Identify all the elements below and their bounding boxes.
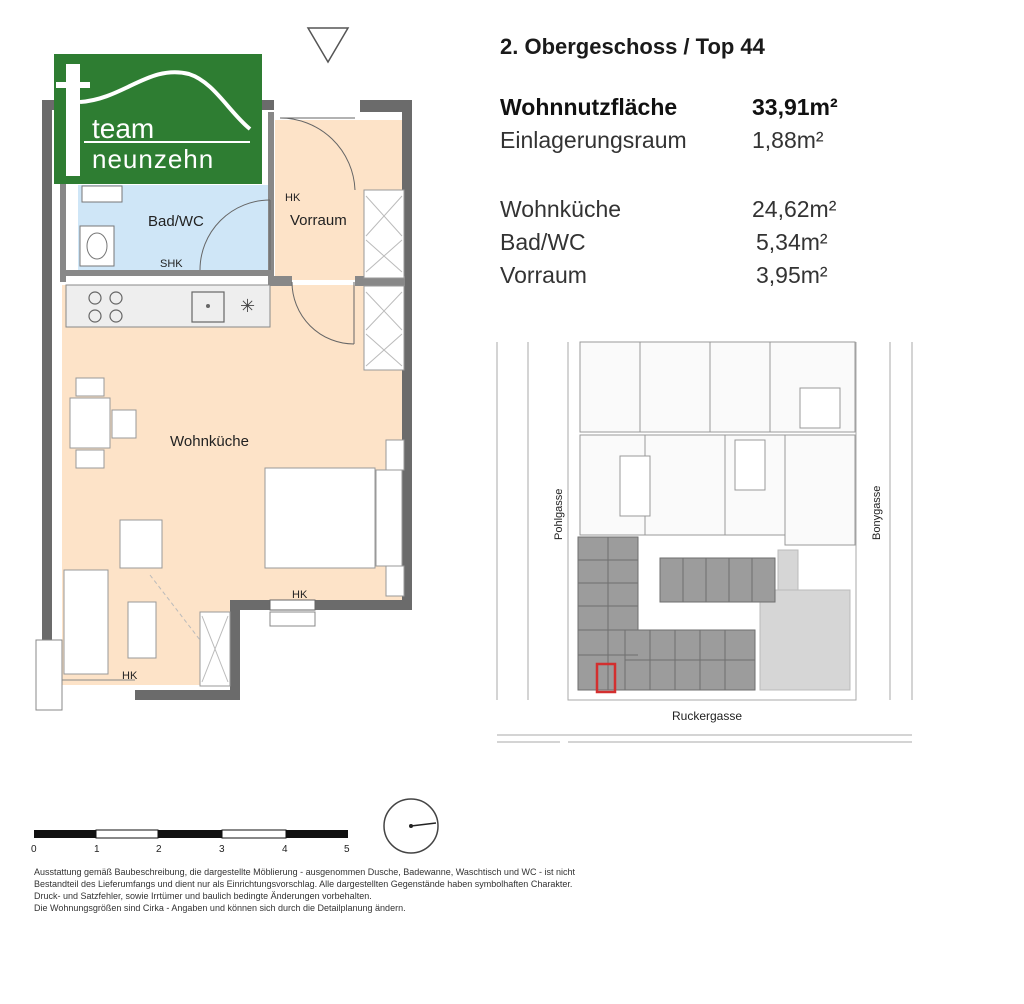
area-value: 24,62m² [752, 196, 837, 222]
scale-tick-1: 1 [94, 844, 100, 855]
sink-icon [191, 291, 225, 323]
bath-fixtures [79, 185, 123, 267]
compass-icon [383, 798, 439, 854]
team-neunzehn-logo: team neunzehn [54, 54, 262, 184]
scale-tick-2: 2 [156, 844, 162, 855]
label-bad-wc: Bad/WC [148, 213, 204, 230]
sofa [63, 569, 157, 675]
label-wohnkueche: Wohnküche [170, 433, 249, 450]
dining-table [69, 377, 137, 469]
balcony [35, 639, 63, 711]
disclaimer-line: Die Wohnungsgrößen sind Cirka - Angaben … [34, 903, 406, 913]
scale-tick-0: 0 [31, 844, 37, 855]
disclaimer-line: Bestandteil des Lieferumfangs und dient … [34, 879, 573, 889]
street-bonygasse: Bonygasse [871, 486, 883, 540]
area-table: Wohnnutzfläche 33,91m² Einlagerungsraum … [500, 94, 860, 295]
logo-graphic: team neunzehn [56, 64, 252, 176]
disclaimer: Ausstattung gemäß Baubeschreibung, die d… [34, 866, 814, 914]
site-plan: Pohlgasse Bonygasse Ruckergasse [496, 341, 914, 762]
scale-tick-5: 5 [344, 844, 350, 855]
street-ruckergasse: Ruckergasse [672, 709, 742, 723]
area-row-vorraum: Vorraum 3,95m² [500, 262, 860, 295]
area-name: Bad/WC [500, 229, 586, 255]
street-pohlgasse: Pohlgasse [553, 489, 565, 540]
label-hk-balcony: HK [122, 670, 138, 682]
area-name: Wohnnutzfläche [500, 94, 678, 120]
window [269, 599, 316, 611]
fridge-icon: ✳ [240, 296, 255, 316]
area-row-einlagerungsraum: Einlagerungsraum 1,88m² [500, 127, 860, 160]
sink-drain [206, 304, 210, 308]
area-value: 1,88m² [752, 127, 824, 153]
area-name: Vorraum [500, 262, 587, 288]
entrance-arrow-icon [306, 27, 350, 64]
floor-heading: 2. Obergeschoss / Top 44 [500, 34, 765, 59]
area-gap [500, 160, 860, 196]
disclaimer-line: Ausstattung gemäß Baubeschreibung, die d… [34, 867, 575, 877]
logo-team-text: team [92, 113, 154, 144]
wohnkueche-area [62, 285, 405, 685]
label-vorraum: Vorraum [290, 212, 347, 229]
bed [264, 439, 405, 597]
area-value: 5,34m² [756, 229, 828, 255]
label-hk-window: HK [292, 589, 308, 601]
area-value: 33,91m² [752, 94, 838, 120]
doors [199, 117, 356, 345]
disclaimer-line: Druck- und Satzfehler, sowie Irrtümer un… [34, 891, 372, 901]
area-value: 3,95m² [756, 262, 828, 288]
apartment-location-marker [595, 662, 617, 694]
area-row-wohnnutzflaeche: Wohnnutzfläche 33,91m² [500, 94, 860, 127]
label-shk: SHK [160, 258, 183, 270]
window-sill [269, 611, 316, 627]
stove-icon [88, 291, 123, 323]
area-name: Einlagerungsraum [500, 127, 687, 153]
armchair [119, 519, 163, 569]
area-row-bad-wc: Bad/WC 5,34m² [500, 229, 860, 262]
area-row-wohnkueche: Wohnküche 24,62m² [500, 196, 860, 229]
label-hk-vorraum: HK [285, 192, 301, 204]
scale-bar: 0 1 2 3 4 5 [31, 829, 350, 855]
logo-neunzehn-text: neunzehn [92, 144, 214, 174]
wardrobe [363, 189, 405, 371]
scale-tick-3: 3 [219, 844, 225, 855]
scale-tick-4: 4 [282, 844, 288, 855]
area-name: Wohnküche [500, 196, 622, 222]
cabinet [199, 611, 231, 687]
